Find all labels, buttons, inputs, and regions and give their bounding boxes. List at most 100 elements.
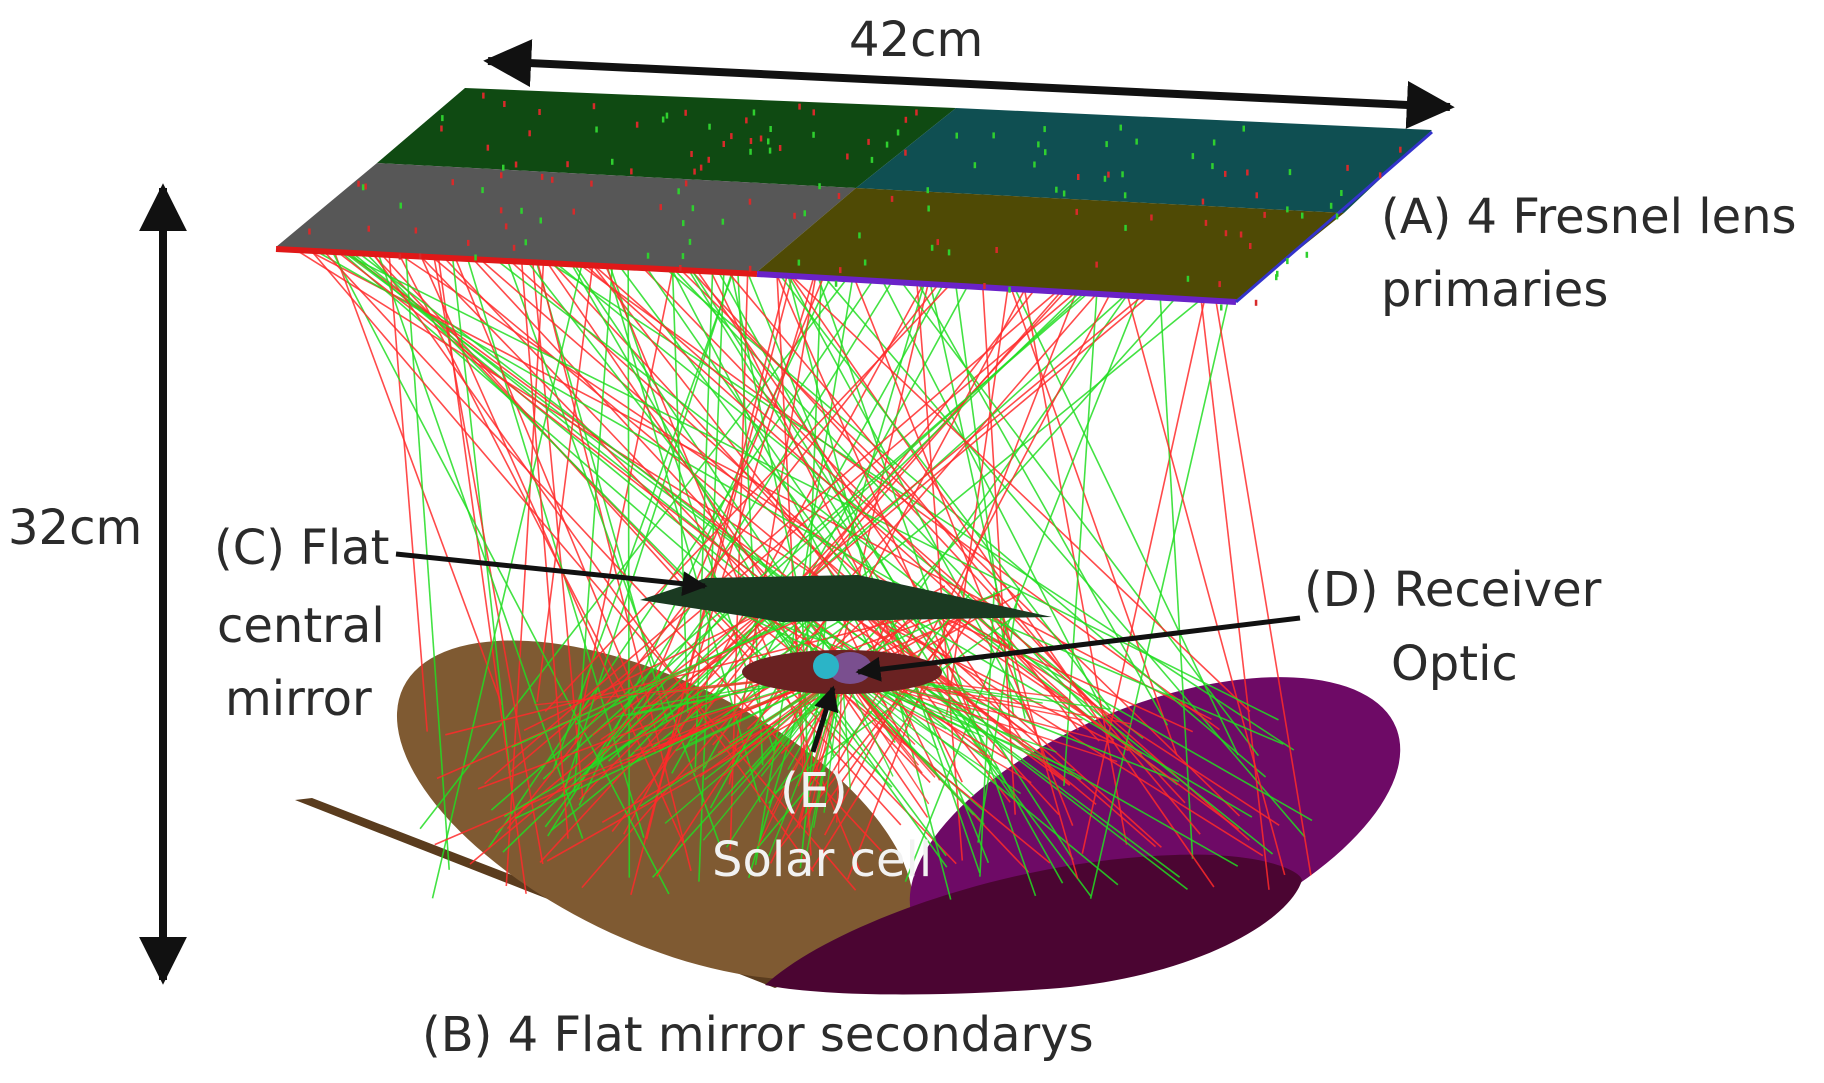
ray-line	[758, 604, 947, 857]
lens-speck	[915, 109, 918, 116]
lens-speck	[690, 151, 693, 157]
ray-line	[803, 278, 822, 711]
ray-line	[437, 258, 527, 894]
ray-line	[490, 291, 1090, 811]
lens-speck	[1119, 124, 1122, 131]
ray-line	[503, 609, 859, 818]
lens-speck	[812, 131, 815, 138]
width-dimension-label: 42cm	[849, 12, 984, 68]
ray-line	[823, 293, 1111, 836]
lens-speck	[1103, 175, 1107, 182]
lens-speck	[708, 123, 711, 130]
lens-speck	[503, 101, 506, 107]
lens-speck	[367, 225, 370, 232]
lens-speck	[1075, 208, 1078, 215]
ray-line	[1081, 298, 1206, 854]
lens-speck	[759, 135, 763, 142]
ray-line	[419, 279, 847, 830]
lens-speck	[693, 168, 696, 175]
fresnel-lens-primaries	[275, 88, 1433, 311]
lens-speck	[890, 195, 894, 202]
lens-speck	[936, 239, 939, 246]
ray-line	[799, 594, 830, 869]
lens-speck	[646, 252, 650, 259]
ray-line	[573, 267, 613, 792]
lens-speck	[679, 265, 682, 271]
lens-speck	[1242, 125, 1245, 132]
lens-speck	[803, 210, 806, 217]
lens-speck	[441, 115, 444, 122]
ray-line	[750, 595, 948, 868]
lens-speck	[512, 244, 516, 251]
ray-line	[508, 291, 1077, 774]
lens-speck	[481, 187, 484, 194]
ray-line	[608, 293, 1127, 762]
lens-front-right	[757, 188, 1344, 300]
ray-line	[780, 275, 1111, 710]
ray-line	[1089, 299, 1230, 899]
ray-line	[1014, 288, 1239, 756]
ray-line	[521, 262, 569, 839]
lens-speck	[590, 180, 593, 187]
ray-line	[901, 282, 1260, 757]
ray-line	[595, 265, 1250, 841]
ray-line	[854, 604, 1097, 806]
secondary-mirrors-caption: (B) 4 Flat mirror secondarys	[422, 1007, 1094, 1063]
lens-speck	[1044, 149, 1047, 156]
lens-speck	[863, 259, 867, 266]
ray-line	[366, 254, 893, 788]
lens-speck	[749, 138, 753, 144]
lens-speck	[551, 176, 554, 183]
lens-speck	[1286, 206, 1289, 213]
lens-speck	[520, 207, 523, 214]
lens-edge-red	[275, 246, 758, 277]
lens-speck	[688, 238, 692, 245]
ray-line	[378, 254, 584, 839]
lens-speck	[1378, 172, 1382, 179]
lens-speck	[1121, 171, 1124, 178]
lens-speck	[1276, 270, 1279, 277]
lens-speck	[684, 180, 688, 187]
receiver-optic-label-line2: Optic	[1391, 636, 1518, 692]
lens-speck	[364, 183, 367, 190]
ray-line	[692, 271, 1074, 861]
ray-line	[823, 671, 843, 813]
lens-speck	[659, 204, 662, 211]
central-mirror-label-line2: central	[217, 598, 385, 654]
lens-speck	[500, 172, 503, 179]
lens-speck	[361, 184, 365, 191]
ray-line	[736, 610, 1082, 781]
ray-line	[477, 592, 1001, 790]
ray-line	[754, 279, 854, 866]
lens-speck	[885, 141, 889, 148]
ray-line	[420, 257, 685, 846]
ray-line	[697, 271, 1025, 743]
lens-speck	[486, 144, 490, 151]
ray-line	[593, 266, 1011, 803]
lens-speck	[797, 259, 801, 266]
lens-speck	[748, 265, 752, 272]
lens-speck	[418, 253, 422, 260]
lens-speck	[1239, 231, 1243, 238]
lens-speck	[707, 156, 710, 163]
lens-speck	[635, 121, 639, 128]
solar-cell-sphere	[813, 653, 839, 679]
lens-speck	[748, 198, 752, 205]
central-mirror-label-line1: (C) Flat	[214, 520, 390, 576]
lens-speck	[539, 217, 542, 224]
ray-line	[372, 254, 957, 865]
lens-speck	[812, 109, 815, 116]
ray-line	[605, 266, 861, 871]
secondary-mirrors	[295, 640, 1401, 995]
height-dimension-label: 32cm	[8, 500, 143, 556]
fresnel-lens-label-line1: (A) 4 Fresnel lens	[1381, 189, 1797, 245]
ray-line	[921, 592, 1280, 826]
lens-speck	[1275, 274, 1278, 281]
lens-speck	[308, 228, 311, 235]
fresnel-lens-label-line2: primaries	[1381, 262, 1609, 318]
lens-speck	[398, 253, 402, 260]
ray-line	[505, 263, 545, 887]
lens-front-left	[276, 163, 856, 272]
lens-speck	[955, 132, 958, 139]
